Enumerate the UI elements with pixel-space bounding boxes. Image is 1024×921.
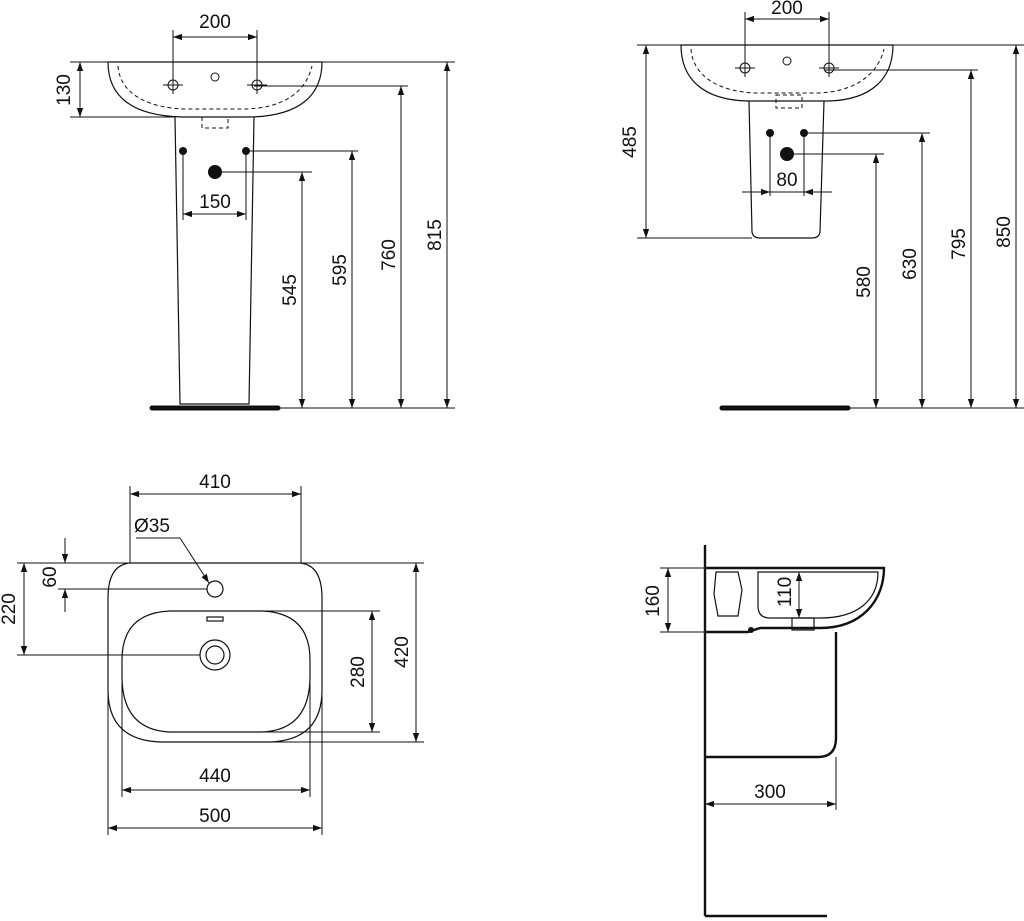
dim-basin-depth: 160 (643, 585, 664, 617)
dim-bowl-width: 440 (199, 766, 231, 787)
semi-pedestal-front-view: 200 485 80 580 630 795 850 (620, 0, 1024, 411)
bowl-side-inner (757, 571, 879, 619)
dim-waste-height: 595 (330, 254, 351, 286)
bowl-plan-outline (121, 610, 311, 733)
plan-view: 410 Ø35 60 220 280 420 440 (0, 472, 424, 835)
dim-top-width: 410 (199, 472, 231, 493)
fixing-bolt (748, 627, 754, 633)
dim-hole-diameter: Ø35 (134, 516, 170, 537)
dim-bowl-depth: 110 (775, 577, 796, 607)
basin-inner-dashed (690, 48, 885, 94)
semi-pedestal-outline (748, 100, 825, 239)
waste-hole (199, 639, 231, 671)
basin-outline (107, 61, 323, 118)
semi-pedestal-side (705, 632, 838, 759)
tap-hole (206, 580, 224, 598)
dim-waste-spacing: 150 (199, 192, 231, 213)
dim-projection: 300 (754, 782, 786, 803)
dim-rim-height: 850 (994, 216, 1015, 248)
dim-supply-height: 545 (280, 274, 301, 306)
overflow-slot (206, 616, 224, 622)
center-hole (210, 72, 220, 82)
dim-bowl-depth: 280 (348, 656, 369, 688)
basin-inner-dashed (117, 65, 313, 110)
center-hole (782, 56, 792, 66)
overflow-box (201, 116, 229, 129)
basin-outline (680, 44, 894, 102)
dim-waste-offset: 220 (0, 593, 20, 625)
dim-waste-spacing: 80 (776, 170, 797, 191)
dim-supply-height: 580 (854, 266, 875, 298)
dim-basin-bottom-height: 760 (379, 239, 400, 271)
dim-waste-height: 630 (900, 248, 921, 280)
dim-pedestal-height: 485 (620, 126, 641, 158)
fixing-bracket (713, 571, 743, 617)
dim-basin-bottom-height: 795 (949, 228, 970, 260)
basin-plan-outline (107, 562, 323, 743)
pedestal-outline (174, 116, 255, 405)
dim-tap-spacing: 200 (771, 0, 803, 19)
basin-side-outline (705, 566, 886, 634)
dim-overall-depth: 420 (392, 636, 413, 668)
side-view: 160 110 300 (643, 545, 886, 918)
dim-tap-spacing: 200 (199, 12, 231, 33)
dim-basin-height: 130 (54, 74, 75, 106)
dim-overall-width: 500 (199, 806, 231, 827)
dim-tap-offset: 60 (40, 566, 61, 587)
waste-outlet (208, 165, 222, 179)
pedestal-front-view: 200 130 150 545 595 760 815 (54, 12, 455, 411)
dim-rim-height: 815 (425, 219, 446, 251)
overflow-box (775, 94, 803, 109)
waste-outlet (780, 147, 794, 161)
